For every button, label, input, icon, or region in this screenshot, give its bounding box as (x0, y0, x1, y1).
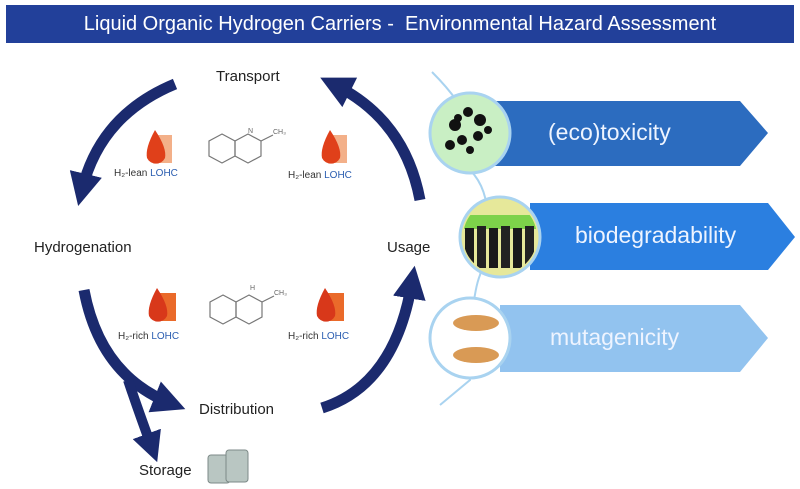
assessment-mutagenicity: mutagenicity (550, 324, 680, 350)
step-distribution: Distribution (199, 401, 275, 418)
lohc-lean-label-right: H₂-lean LOHC (288, 170, 352, 181)
arrow-hydrogenation-to-distribution (78, 288, 186, 413)
algae-image-icon (428, 91, 512, 175)
lohc-lean-icon-right (321, 130, 347, 164)
assessment-ecotoxicity: (eco)toxicity (548, 119, 671, 145)
molecule-lean-atom: N (248, 128, 253, 135)
banner-biodegradability-shape (530, 203, 795, 270)
arrow-to-storage (123, 378, 161, 463)
step-transport: Transport (216, 68, 280, 85)
lohc-rich-icon-left (148, 288, 176, 322)
storage-tanks-icon (207, 449, 249, 484)
lohc-rich-label-right: H₂-rich LOHC (288, 331, 350, 342)
arrow-transport-to-hydrogenation (69, 78, 178, 207)
assessment-biodegradability: biodegradability (575, 222, 737, 248)
arrow-usage-to-transport (320, 77, 426, 202)
petri-dishes-icon (428, 296, 512, 380)
quinaldine-structure (208, 133, 274, 164)
step-usage: Usage (387, 239, 431, 256)
title-banner: Liquid Organic Hydrogen Carriers - Envir… (6, 5, 794, 43)
lohc-lean-icon-left (146, 130, 172, 164)
molecule-rich-group: CH₃ (274, 290, 287, 297)
molecule-rich-atom: H (250, 285, 255, 292)
lohc-lean-label-left: H₂-lean LOHC (114, 168, 178, 179)
banner-ecotoxicity-shape (478, 101, 768, 166)
lohc-rich-icon-right (316, 288, 344, 322)
molecule-lean-group: CH₃ (273, 129, 286, 136)
bottles-image-icon (458, 195, 542, 279)
step-hydrogenation: Hydrogenation (34, 239, 132, 256)
step-storage: Storage (139, 462, 192, 479)
tetrahydroquinaldine-structure (209, 294, 275, 325)
lohc-rich-label-left: H₂-rich LOHC (118, 331, 180, 342)
arrow-distribution-to-usage (320, 265, 426, 414)
banner-mutagenicity-shape (500, 305, 768, 372)
